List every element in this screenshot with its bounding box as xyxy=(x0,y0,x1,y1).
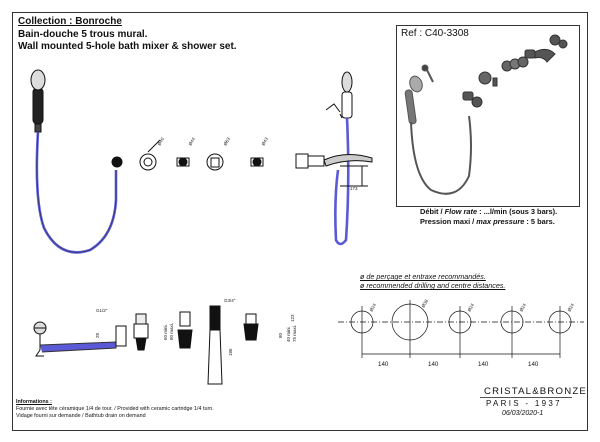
info-heading: Informations : xyxy=(16,399,52,405)
title-en: Wall mounted 5-hole bath mixer & shower … xyxy=(18,41,237,52)
dim-28: 28 xyxy=(95,332,100,338)
dim-c140-4: 140 xyxy=(528,361,539,368)
shower-hose xyxy=(35,131,118,254)
dim-80: 80 xyxy=(278,332,283,338)
flow-rate-line: Débit / Flow rate : ...l/min (sous 3 bar… xyxy=(420,207,558,216)
title-fr: Bain-douche 5 trous mural. xyxy=(18,28,148,40)
product-render xyxy=(404,34,568,195)
document-date: 06/03/2020-1 xyxy=(502,410,544,417)
hand-shower-front xyxy=(30,69,46,133)
pressure-line: Pression maxi / max pressure : 5 bars. xyxy=(420,217,555,226)
dim-c24b: Ø24 xyxy=(467,302,476,312)
hose-render xyxy=(410,115,472,195)
dim-c140-2: 140 xyxy=(428,361,439,368)
dim-c38: Ø38 xyxy=(421,298,430,308)
brand-city: PARIS - 1937 xyxy=(486,399,562,408)
spout-side xyxy=(295,153,373,187)
drilling-note: ø de perçage et entraxe recommandés. ø r… xyxy=(360,272,505,290)
handle-front-1 xyxy=(139,139,161,171)
valve-elevation-2 xyxy=(177,311,193,349)
dim-60min: 60 mini. xyxy=(163,324,168,340)
drilling-note-fr: ø de perçage et entraxe recommandés. xyxy=(360,272,486,281)
dim-c24c: Ø24 xyxy=(519,302,528,312)
dim-d44: Ø44 xyxy=(188,136,197,146)
dim-80max: 80 maxi. xyxy=(169,323,174,340)
info-line-2: Vidage fourni sur demande / Bathtub drai… xyxy=(16,413,146,419)
dim-c24d: Ø24 xyxy=(567,302,576,312)
dim-186: 186 xyxy=(228,348,233,356)
handles-render xyxy=(462,34,568,108)
dim-g12: G1/2" xyxy=(96,308,108,313)
dim-173: 173 xyxy=(350,186,358,191)
dim-d43: Ø43 xyxy=(261,136,270,146)
dim-123: 123 xyxy=(290,314,295,322)
hand-shower-side xyxy=(325,71,353,119)
spout-elevation xyxy=(33,321,127,357)
hose-outlet xyxy=(111,156,123,168)
drill-pattern xyxy=(338,300,584,358)
brand-divider xyxy=(480,397,572,398)
valve-elevation-1 xyxy=(133,313,149,351)
title-block: Collection : Bonroche Bain-douche 5 trou… xyxy=(18,16,237,54)
dim-75max: 75 maxi. xyxy=(292,325,297,342)
brand-name: CRISTAL&BRONZE xyxy=(484,386,587,397)
dim-c24: Ø24 xyxy=(369,302,378,312)
collection-title: Collection : Bonroche xyxy=(18,16,122,27)
valve-elevation-3 xyxy=(243,313,259,341)
info-block: Informations : Fournie avec tête céramiq… xyxy=(16,399,214,420)
diverter-front xyxy=(206,153,224,171)
dim-d40: Ø40 xyxy=(157,136,166,146)
dim-40min: 40 mini. xyxy=(286,326,291,342)
dim-g34: G3/4" xyxy=(224,298,236,303)
drilling-note-en: ø recommended drilling and centre distan… xyxy=(360,281,506,290)
dim-c140-1: 140 xyxy=(378,361,389,368)
product-render-box: Ref : C40-3308 xyxy=(396,25,580,207)
spout-elevation-vertical xyxy=(207,305,223,385)
info-line-1: Fournie avec tête céramique 1/4 de tour.… xyxy=(16,406,214,412)
spec-block: Débit / Flow rate : ...l/min (sous 3 bar… xyxy=(420,207,557,227)
handle-front-3 xyxy=(250,157,264,167)
drawing-frame xyxy=(12,12,588,431)
dim-d63: Ø63 xyxy=(223,136,232,146)
reference-label: Ref : C40-3308 xyxy=(401,28,469,39)
hand-shower-render xyxy=(404,64,434,125)
shower-hose-side xyxy=(334,117,350,246)
dim-c140-3: 140 xyxy=(478,361,489,368)
handle-front-2 xyxy=(176,157,190,167)
